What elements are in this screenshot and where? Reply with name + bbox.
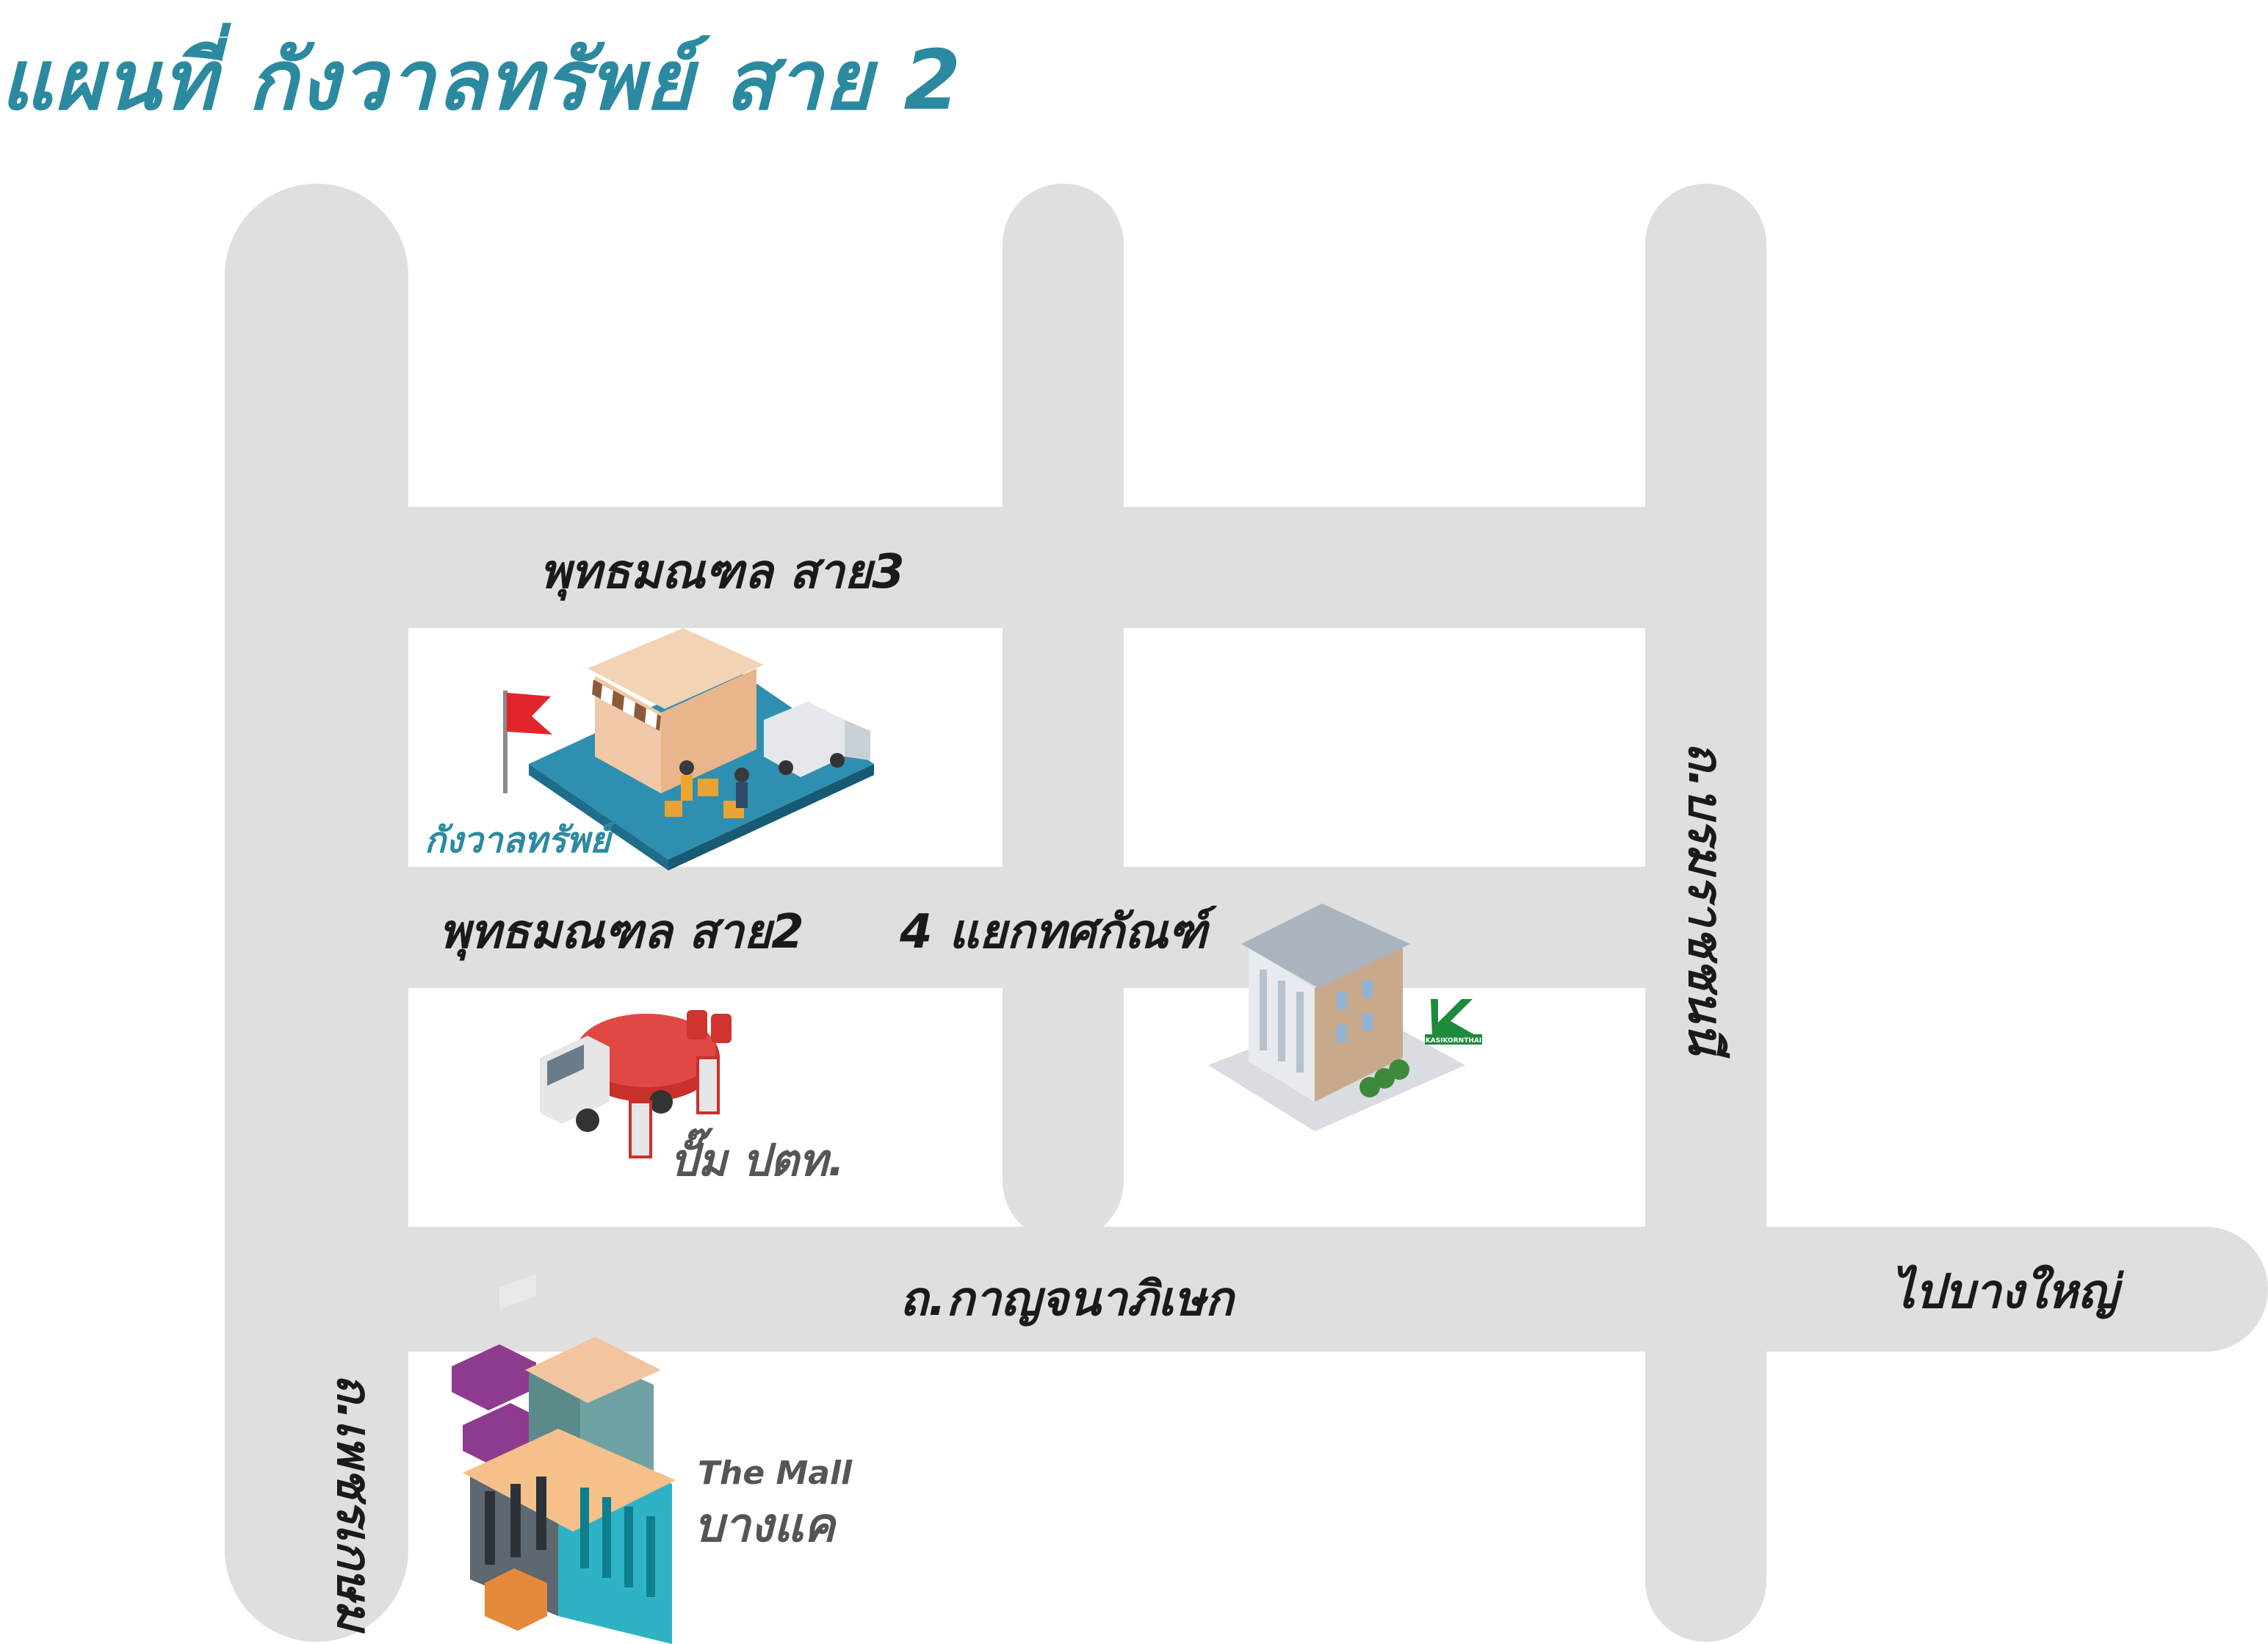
bank-building-icon [1208,904,1465,1131]
road-kanchanaphisek [316,1227,2268,1352]
road-label-intersection: 4 แยกทศกัณฑ์ [899,905,1217,959]
mall-label-line2: บางแค [694,1499,837,1553]
road-phutthamonthon-3 [316,507,1704,628]
road-middle-vertical [1003,184,1124,1241]
road-phutthamonthon-2 [316,867,1704,988]
road-label-kanchanaphisek: ถ.กาญจนาภิเษก [900,1272,1236,1327]
road-label-phetkasem: ถ.เพชรเกษม [326,1374,380,1634]
road-label-phutthamonthon-3: พุทธมณฑล สาย3 [540,545,905,601]
mall-building-icon [452,1274,676,1644]
road-network [225,184,2268,1642]
kasikorn-logo-icon: KASIKORNTHAI [1425,999,1482,1045]
store-label: กังวาลทรัพย์ [425,820,618,861]
road-label-phutthamonthon-2: พุทธมณฑล สาย2 [439,905,804,961]
map-title: แผนที่ กังวาลทรัพย์ สาย 2 [0,33,963,129]
gas-station-icon [540,1010,732,1158]
mall-label-line1: The Mall [698,1454,853,1492]
road-label-borommaratchachonnani: ถ.บรมราชชนนี [1677,742,1732,1059]
store-flag-icon [503,628,874,870]
gas-station-label: ปั๊ม ปตท. [670,1128,845,1186]
kasikorn-logo-text: KASIKORNTHAI [1426,1037,1481,1045]
road-label-to-bang-yai: ไปบางใหญ่ [1891,1264,2125,1319]
